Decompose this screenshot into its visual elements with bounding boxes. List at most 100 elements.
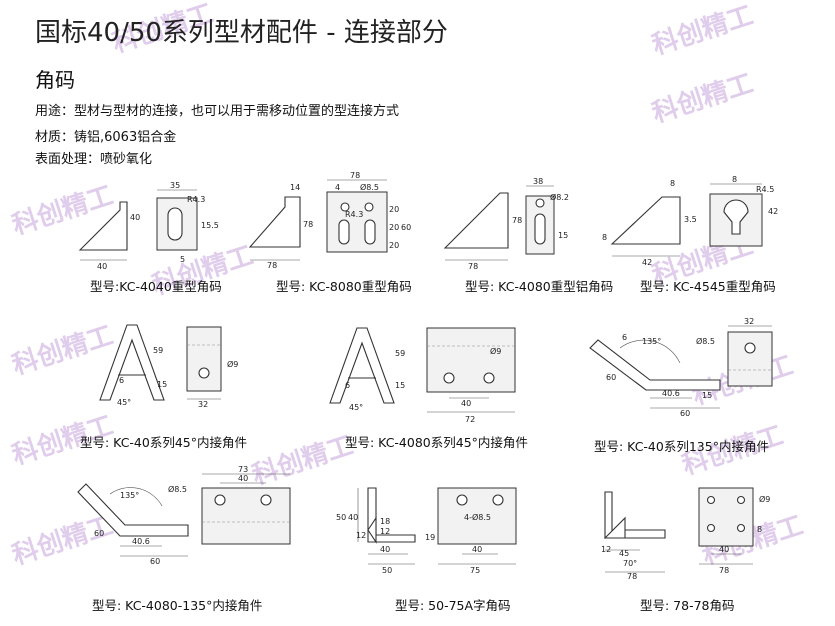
dim-label: 72	[465, 415, 475, 424]
dim-label: 3.5	[684, 215, 697, 224]
section-heading: 角码	[35, 68, 75, 92]
dim-label: Ø8.5	[696, 336, 715, 346]
usage-text: 用途：型材与型材的连接，也可以用于需移动位置的型连接方式	[35, 104, 400, 119]
dim-label: Ø8.5	[360, 182, 379, 192]
dim-label: R4.3	[187, 195, 205, 204]
kc8080-drawing: 78 14 78 78 Ø8.5 4 R4.3 20 20 20 60	[248, 171, 411, 270]
dim-label: 12	[356, 531, 366, 540]
product-label: 型号: KC-4080-135°内接角件	[92, 598, 263, 613]
dim-label: 15	[702, 391, 712, 400]
dim-label: 60	[680, 409, 690, 418]
dim-label: 78	[350, 171, 360, 180]
dim-label: 40	[380, 545, 390, 554]
dim-label: R4.3	[345, 210, 363, 219]
product-label: 型号: KC-8080重型角码	[276, 279, 412, 294]
dim-label: 15	[157, 380, 167, 389]
dim-label: 78	[627, 572, 637, 581]
product-label: 型号: KC-40系列135°内接角件	[594, 439, 769, 454]
product-label: 型号: KC-4545重型角码	[640, 279, 776, 294]
dim-label: 75	[470, 566, 480, 575]
watermark: 科创精工	[648, 68, 757, 130]
dim-label: 45°	[349, 403, 363, 412]
surface-text: 表面处理：喷砂氧化	[35, 152, 153, 167]
dim-label: 20	[389, 223, 399, 232]
kc7878-drawing: 12 45 70° 78 Ø9 8 40 78	[601, 487, 770, 581]
dim-label: 78	[468, 262, 478, 271]
dim-label: 50	[382, 566, 392, 575]
kc40-45-drawing: 45° 59 6 15 Ø9 32	[99, 324, 238, 409]
dim-label: 135°	[642, 337, 661, 346]
page-title: 国标40/50系列型材配件 - 连接部分	[35, 18, 448, 48]
dim-label: 59	[395, 349, 405, 358]
dim-label: 8	[757, 525, 762, 534]
dim-label: 78	[267, 261, 277, 270]
dim-label: Ø9	[490, 346, 501, 356]
dim-label: 50	[336, 513, 346, 522]
dim-label: 78	[303, 220, 313, 229]
dim-label: 12	[380, 527, 390, 536]
dim-label: 60	[401, 223, 411, 232]
product-label: 型号: 50-75A字角码	[395, 598, 511, 613]
kc4080-135-drawing: 135° 60 40.6 60 Ø8.5 73 40	[77, 465, 291, 566]
dim-label: 40.6	[132, 537, 150, 546]
product-label: 型号: KC-40系列45°内接角件	[80, 435, 247, 450]
dim-label: 73	[238, 465, 248, 474]
dim-label: 4-Ø8.5	[464, 512, 491, 522]
dim-label: R4.5	[756, 185, 774, 194]
dim-label: Ø8.2	[550, 192, 569, 202]
dim-label: 60	[94, 529, 104, 538]
dim-label: 6	[119, 376, 124, 385]
dim-label: 40	[130, 213, 140, 222]
dim-label: 40	[461, 399, 471, 408]
dim-label: 59	[153, 346, 163, 355]
dim-label: 8	[670, 179, 675, 188]
dim-label: 8	[732, 175, 737, 184]
dim-label: 6	[622, 333, 627, 342]
dim-label: 35	[170, 181, 180, 190]
dim-label: 40	[719, 545, 729, 554]
dim-label: 40	[97, 262, 107, 271]
dim-label: 38	[533, 177, 543, 186]
dim-label: 70°	[623, 559, 637, 568]
dim-label: 19	[425, 533, 435, 542]
dim-label: 15	[558, 231, 568, 240]
product-label: 型号: 78-78角码	[640, 598, 735, 613]
kc4080-45-drawing: 45° 59 6 15 Ø9 40 72	[329, 327, 516, 424]
dim-label: 60	[606, 373, 616, 382]
dim-label: 5	[180, 255, 185, 264]
kc4545-drawing: 42 3.5 8 8 8 R4.5 42	[602, 175, 778, 267]
dim-label: 8	[602, 233, 607, 242]
kc40-135-drawing: 135° 6 60 40.6 15 60 32 Ø8.5	[589, 317, 773, 418]
dim-label: Ø9	[759, 494, 770, 504]
dim-label: Ø9	[227, 359, 238, 369]
dim-label: 40	[472, 545, 482, 554]
dim-label: 78	[719, 566, 729, 575]
dim-label: 4	[335, 183, 340, 192]
dim-label: Ø8.5	[168, 484, 187, 494]
dim-label: 60	[150, 557, 160, 566]
kc4080-drawing: 78 78 38 Ø8.2 15	[443, 177, 569, 271]
dim-label: 18	[380, 517, 390, 526]
watermark: 科创精工	[648, 0, 757, 62]
dim-label: 20	[389, 241, 399, 250]
dim-label: 40.6	[662, 389, 680, 398]
product-label: 型号:KC-4040重型角码	[90, 279, 222, 294]
dim-label: 78	[512, 216, 522, 225]
dim-label: 14	[290, 183, 300, 192]
dim-label: 40	[238, 474, 248, 483]
dim-label: 42	[642, 258, 652, 267]
dim-label: 15.5	[201, 221, 219, 230]
dim-label: 15	[395, 381, 405, 390]
dim-label: 12	[601, 545, 611, 554]
dim-label: 32	[198, 400, 208, 409]
dim-label: 40	[348, 513, 358, 522]
kc4040-drawing: 40 40 35 R4.3 15.5 5	[78, 181, 219, 271]
product-label: 型号: KC-4080重型铝角码	[465, 279, 614, 294]
dim-label: 20	[389, 205, 399, 214]
kc5075a-drawing: 50 40 12 18 12 40 50 4-Ø8.5 19 40 75	[336, 487, 517, 575]
material-text: 材质：铸铝,6063铝合金	[35, 130, 177, 145]
dim-label: 6	[345, 381, 350, 390]
dim-label: 135°	[120, 491, 139, 500]
dim-label: 45°	[117, 398, 131, 407]
dim-label: 42	[768, 207, 778, 216]
